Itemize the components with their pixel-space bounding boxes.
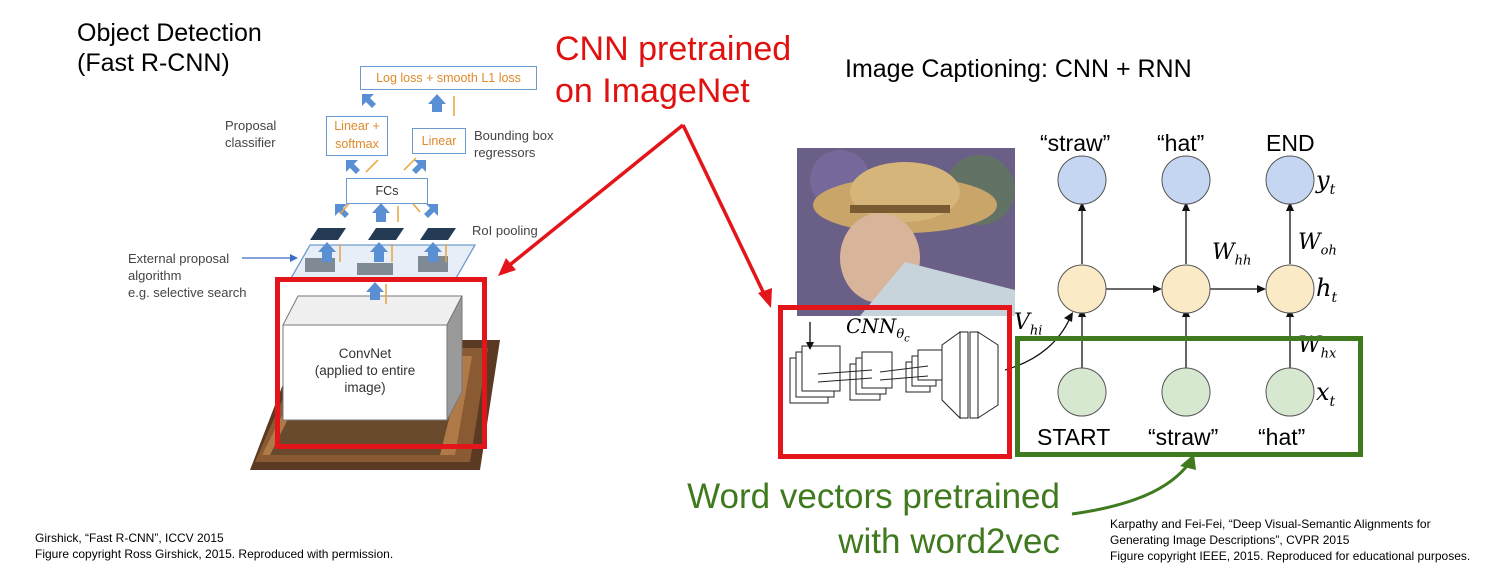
bbox-line2: regressors [474,145,536,160]
w-oh-label: Woh [1298,230,1337,259]
arrowhead [498,258,516,276]
left-citation: Girshick, “Fast R-CNN”, ICCV 2015 Figure… [35,530,455,562]
left-citation-line2: Figure copyright Ross Girshick, 2015. Re… [35,547,394,561]
external-proposal-label: External proposal algorithm e.g. selecti… [128,250,247,301]
roi-pooling-label: RoI pooling [472,223,538,238]
pooled-feature [368,228,404,240]
cnn-callout-line1: CNN pretrained [555,30,792,68]
rnn-nodes [1057,155,1315,417]
h-t-label: ht [1316,274,1338,306]
right-citation: Karpathy and Fei-Fei, “Deep Visual-Seman… [1110,516,1500,564]
word2vec-callout: Word vectors pretrained with word2vec [640,474,1060,564]
linear-softmax-line2: softmax [335,137,379,151]
loss-box: Log loss + smooth L1 loss [360,66,537,90]
linear-box: Linear [412,128,466,154]
left-figure-title: Object Detection (Fast R-CNN) [77,18,337,78]
left-title-line2: (Fast R-CNN) [77,49,230,77]
roi-region [418,256,448,272]
convnet-label: ConvNet (applied to entire image) [290,345,440,396]
v-hi-label: Vhi [1014,310,1043,339]
x-t-label: xt [1316,378,1336,410]
right-citation-line3: Figure copyright IEEE, 2015. Reproduced … [1110,549,1471,563]
arrowhead [290,254,298,262]
cnn-callout-arrows [504,123,768,299]
input-word-1: START [1037,424,1111,450]
linear-softmax-line1: Linear + [334,119,380,133]
pooled-feature [420,228,456,240]
left-title-line1: Object Detection [77,19,262,47]
cnn-pretrained-callout: CNN pretrained on ImageNet [555,28,855,112]
convnet-highlight-frame [275,277,487,449]
external-line1: External proposal [128,251,230,266]
bbox-line1: Bounding box [474,128,554,143]
convnet-line3: image) [344,380,386,395]
pooled-feature [310,228,346,240]
proposal-line1: Proposal [225,118,277,133]
proposal-classifier-label: Proposal classifier [225,117,276,151]
cnn-theta-label: CNNθc [846,314,910,345]
output-word-2: “hat” [1157,130,1205,156]
right-figure-title: Image Captioning: CNN + RNN [845,55,1192,83]
convnet-line2: (applied to entire [314,363,416,378]
cnn-callout-line2: on ImageNet [555,72,750,110]
word2vec-callout-arrow [1071,461,1192,516]
arrowhead [806,342,814,350]
input-photo [797,148,1015,316]
roi-region [357,263,393,275]
word-callout-line2: with word2vec [838,522,1060,561]
right-citation-line1: Karpathy and Fei-Fei, “Deep Visual-Seman… [1110,517,1431,531]
word-callout-line1: Word vectors pretrained [687,477,1060,516]
left-citation-line1: Girshick, “Fast R-CNN”, ICCV 2015 [35,531,224,545]
y-t-label: yt [1316,166,1336,198]
linear-softmax-box: Linear + softmax [326,116,388,156]
proposal-line2: classifier [225,135,276,150]
external-line2: algorithm [128,268,182,283]
convnet-cube [282,295,463,421]
arrowhead [1180,454,1196,470]
convnet-line1: ConvNet [338,346,392,361]
output-word-3: END [1266,130,1315,156]
input-word-2: “straw” [1148,424,1219,450]
cnn-layers [789,331,999,420]
output-word-1: “straw” [1040,130,1111,156]
flow-arrows [318,94,446,300]
input-word-3: “hat” [1258,424,1306,450]
right-citation-line2: Generating Image Descriptions”, CVPR 201… [1110,533,1350,547]
cnn-highlight-frame [778,305,1012,459]
arrowhead [758,288,772,308]
external-line3: e.g. selective search [128,285,247,300]
word-vector-highlight-frame [1015,336,1363,457]
w-hh-label: Whh [1212,240,1252,269]
fcs-box: FCs [346,178,428,204]
bbox-regressors-label: Bounding box regressors [474,127,554,161]
